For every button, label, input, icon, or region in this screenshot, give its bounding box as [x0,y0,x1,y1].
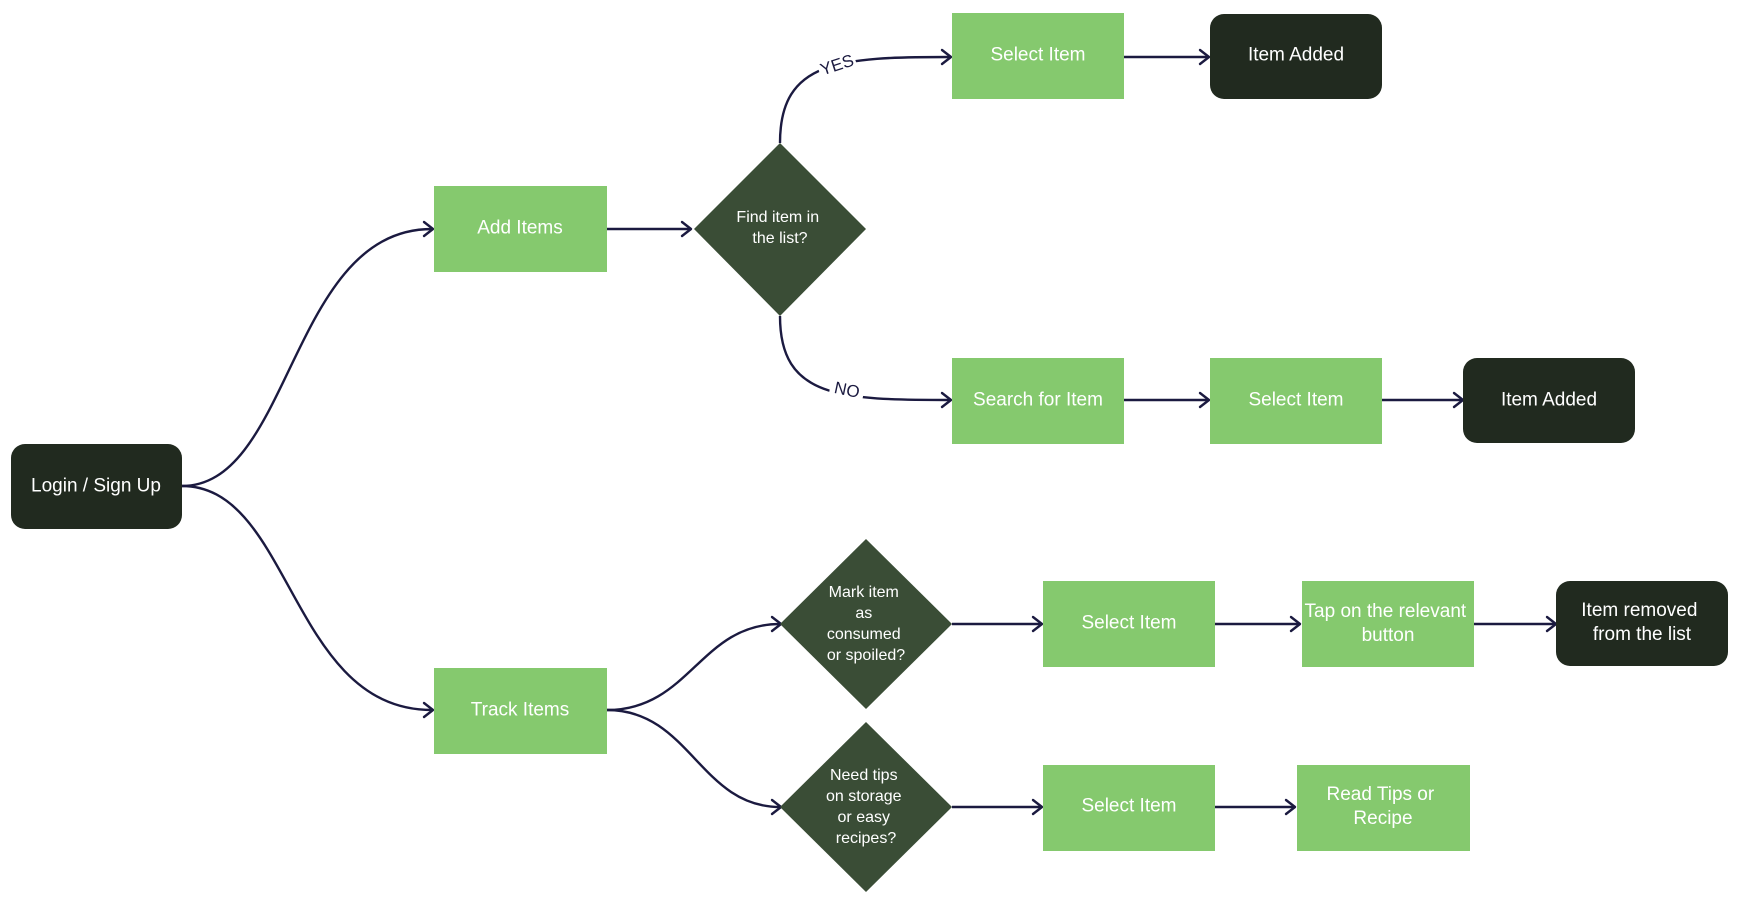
find-decision-line-2: the list? [752,230,807,247]
tips-decision-line-4: recipes? [836,830,897,847]
node-login-label: Login / Sign Up [31,476,161,497]
node-add-items: Add Items [434,186,607,272]
node-mark-decision: Mark item as consumed or spoiled? [780,539,952,709]
node-select-item-yes: Select Item [952,13,1124,99]
tap-button-line-1: Tap on the relevant [1305,601,1467,622]
node-item-added-yes: Item Added [1210,14,1382,99]
node-item-added-no-label: Item Added [1501,390,1597,411]
tips-decision-line-3: or easy [838,809,890,826]
node-tap-button-label: Tap on the relevant button [1305,601,1472,646]
mark-decision-line-4: or spoiled? [827,647,905,664]
mark-decision-line-3: consumed [827,626,901,643]
node-search-item-label: Search for Item [973,390,1103,411]
node-item-removed-label: Item removed from the list [1581,600,1702,645]
node-item-added-yes-label: Item Added [1248,45,1344,66]
node-tips-decision-label: Need tips on storage or easy recipes? [826,767,906,847]
arrowhead [1031,798,1044,816]
arrowhead [1289,615,1302,633]
node-read-tips: Read Tips or Recipe [1297,765,1470,851]
node-login: Login / Sign Up [11,444,182,529]
edge-track-to-mark [606,622,781,712]
arrowhead [1198,391,1211,409]
arrowhead [940,48,953,66]
node-select-item-no: Select Item [1210,358,1382,444]
edge-decision-yes [778,55,951,144]
node-select-item-mark: Select Item [1043,581,1215,667]
item-removed-line-1: Item removed [1581,600,1697,621]
arrowhead [1198,48,1211,66]
node-tips-decision: Need tips on storage or easy recipes? [780,722,952,892]
node-select-item-tips: Select Item [1043,765,1215,851]
edges [181,48,1558,816]
edge-login-to-track-items [181,484,433,712]
find-decision-line-1: Find item in [736,209,819,226]
node-tap-button: Tap on the relevant button [1302,581,1474,667]
node-track-items: Track Items [434,668,607,754]
tips-decision-line-2: on storage [826,788,902,805]
node-find-decision: Find item in the list? [694,143,866,316]
item-removed-line-2: from the list [1593,624,1692,645]
tips-decision-line-1: Need tips [830,767,898,784]
arrowhead [1284,798,1297,816]
arrowhead [422,220,435,238]
node-select-item-mark-label: Select Item [1081,613,1176,634]
node-find-decision-label: Find item in the list? [736,209,823,247]
arrowhead [680,220,693,238]
mark-decision-line-1: Mark item [829,584,899,601]
read-tips-line-2: Recipe [1353,808,1412,829]
edge-track-to-tips [606,708,781,809]
node-select-item-no-label: Select Item [1248,390,1343,411]
node-select-item-tips-label: Select Item [1081,796,1176,817]
node-select-item-yes-label: Select Item [990,45,1085,66]
arrowhead [940,391,953,409]
read-tips-line-1: Read Tips or [1326,784,1434,805]
arrowhead [1031,615,1044,633]
node-add-items-label: Add Items [477,218,563,239]
node-search-item: Search for Item [952,358,1124,444]
node-read-tips-label: Read Tips or Recipe [1326,784,1439,829]
node-item-added-no: Item Added [1463,358,1635,443]
mark-decision-line-2: as [855,605,872,622]
node-item-removed: Item removed from the list [1556,581,1728,666]
node-mark-decision-label: Mark item as consumed or spoiled? [827,584,905,664]
edge-login-to-add-items [181,227,433,488]
edge-decision-no [778,315,951,402]
node-track-items-label: Track Items [471,700,570,721]
arrowhead [422,701,435,719]
edge-label-no: NO [833,378,862,402]
tap-button-line-2: button [1362,625,1415,646]
